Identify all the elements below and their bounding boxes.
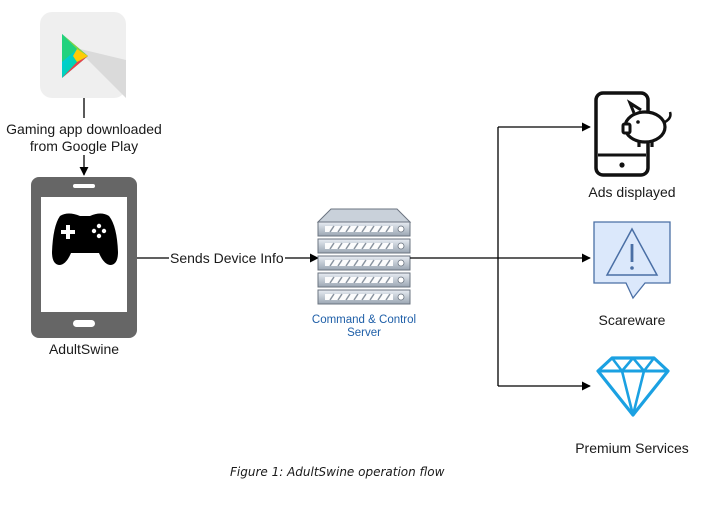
server-label: Command & Control Server (294, 314, 434, 340)
phone-frame (31, 177, 137, 338)
scareware-label: Scareware (598, 312, 666, 328)
google-play-label-line2: from Google Play (29, 138, 139, 154)
edge-label-device-info: Sends Device Info (169, 250, 285, 266)
ads-label: Ads displayed (588, 184, 676, 200)
arrows-server-to-outcomes (410, 122, 591, 391)
gamepad-icon (52, 213, 118, 265)
adultswine-label: AdultSwine (48, 341, 120, 357)
diamond-icon (596, 356, 670, 417)
phone-piggy-icon (594, 91, 672, 177)
server-label-line1: Command & Control (311, 314, 417, 326)
premium-label: Premium Services (575, 440, 689, 456)
google-play-icon (40, 12, 126, 98)
google-play-label: Gaming app downloaded from Google Play (0, 121, 168, 155)
figure-caption: Figure 1: AdultSwine operation flow (230, 465, 445, 479)
warning-icon (593, 221, 671, 300)
server-icon (316, 208, 412, 305)
server-label-line2: Server (347, 327, 381, 339)
google-play-label-line1: Gaming app downloaded (6, 121, 162, 137)
